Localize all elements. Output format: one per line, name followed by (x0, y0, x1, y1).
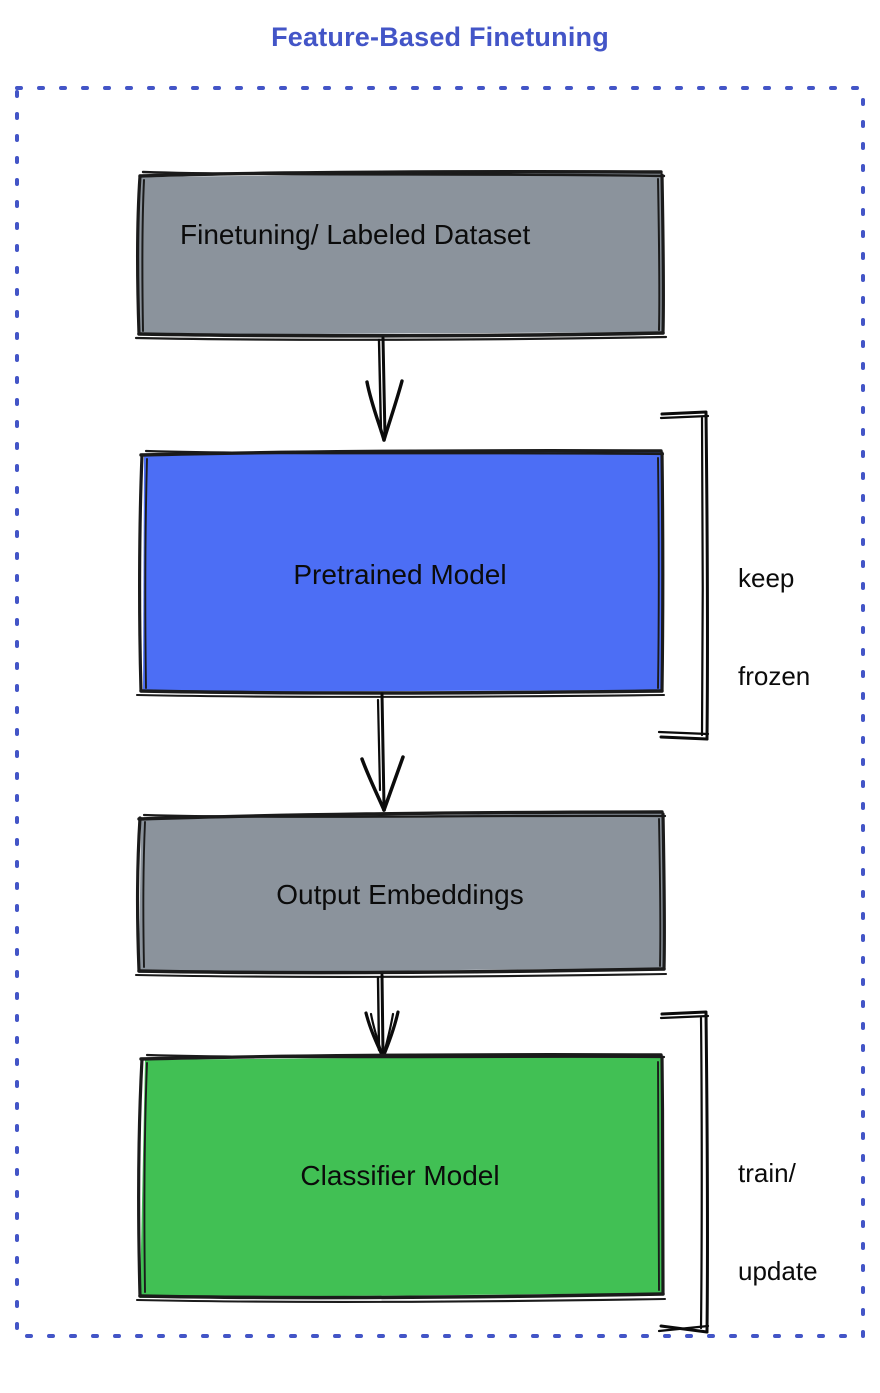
dashed-frame (15, 86, 865, 1338)
node-label-dataset: Finetuning/ Labeled Dataset (180, 219, 531, 250)
bracket-label-train-update: train/ update (738, 1092, 818, 1320)
node-embeddings-shape[interactable] (134, 810, 668, 978)
arrow-embeddings-to-classifier (364, 973, 400, 1059)
node-pretrained[interactable] (137, 451, 663, 692)
node-pretrained-shape[interactable] (135, 449, 666, 698)
node-label-embeddings: Output Embeddings (276, 879, 524, 910)
node-classifier-shape[interactable] (135, 1053, 667, 1303)
arrow-pretrained-to-embeddings (360, 692, 405, 812)
bracket-label-keep-frozen: keep frozen (738, 497, 810, 725)
node-label-pretrained: Pretrained Model (293, 559, 507, 590)
bracket-label-keep-frozen-line2: frozen (738, 660, 811, 691)
bracket-label-train-update-line1: train/ (738, 1158, 796, 1188)
node-embeddings[interactable] (137, 812, 663, 973)
node-dataset-shape[interactable] (134, 170, 668, 341)
page-title: Feature-Based Finetuning (271, 22, 609, 52)
bracket-keep-frozen (657, 410, 710, 741)
node-label-classifier: Classifier Model (300, 1160, 500, 1191)
bracket-label-keep-frozen-line1: keep (738, 563, 795, 593)
node-dataset[interactable] (137, 172, 663, 335)
bracket-label-train-update-line2: update (738, 1255, 818, 1286)
node-classifier[interactable] (137, 1055, 663, 1298)
arrow-dataset-to-pretrained (365, 336, 404, 442)
bracket-train-update (657, 1010, 710, 1334)
